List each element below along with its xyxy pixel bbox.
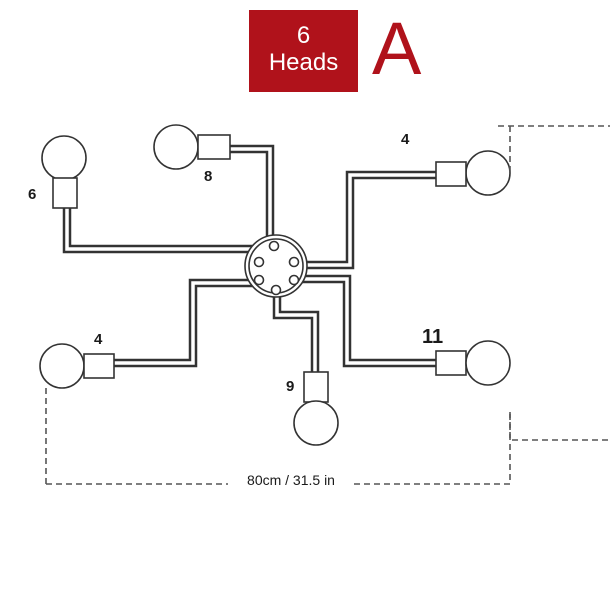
label-left: 4 bbox=[94, 331, 103, 348]
dim-line-right bbox=[354, 412, 511, 485]
heads-badge: 6 Heads bbox=[249, 10, 358, 92]
socket-top-left bbox=[52, 177, 78, 209]
arm-bottom bbox=[272, 292, 314, 372]
lamp-bottom bbox=[293, 371, 339, 446]
arm-top-left bbox=[62, 208, 258, 254]
socket-top-middle bbox=[197, 134, 231, 160]
bulb-top-right bbox=[465, 150, 511, 196]
hub-socket-6 bbox=[270, 284, 282, 296]
arm-top-middle-inner bbox=[230, 150, 269, 236]
variant-letter: A bbox=[372, 7, 422, 90]
arm-top-left-inner bbox=[68, 208, 258, 248]
arm-right bbox=[300, 274, 436, 362]
center-hub bbox=[244, 234, 308, 298]
hub-socket-1 bbox=[268, 240, 280, 252]
label-top-left: 6 bbox=[28, 186, 37, 203]
bulb-left bbox=[39, 343, 85, 389]
bulb-bottom bbox=[293, 400, 339, 446]
socket-left bbox=[83, 353, 115, 379]
socket-bottom bbox=[303, 371, 329, 403]
label-bottom: 9 bbox=[286, 378, 295, 395]
arm-left-inner bbox=[114, 284, 258, 368]
heads-count: 6 bbox=[296, 22, 311, 49]
label-top-middle: 8 bbox=[204, 168, 213, 185]
lamp-top-middle bbox=[153, 124, 231, 170]
label-top-right: 4 bbox=[401, 131, 410, 148]
bulb-right bbox=[465, 340, 511, 386]
lamp-left bbox=[39, 343, 115, 389]
hub-socket-2 bbox=[253, 256, 265, 268]
arms bbox=[62, 144, 436, 372]
arm-top-right bbox=[300, 170, 436, 264]
label-right: 11 bbox=[422, 326, 444, 348]
lamp-right bbox=[435, 340, 511, 386]
lamp-top-left bbox=[41, 135, 87, 209]
socket-top-right bbox=[435, 161, 467, 187]
arm-top-middle bbox=[230, 144, 275, 236]
socket-right bbox=[435, 350, 467, 376]
hub-socket-3 bbox=[288, 256, 300, 268]
bulb-top-left bbox=[41, 135, 87, 181]
hub-socket-4 bbox=[253, 274, 265, 286]
hub-socket-5 bbox=[288, 274, 300, 286]
dimension-lines bbox=[45, 125, 610, 485]
arm-top-right-inner bbox=[300, 176, 436, 270]
arm-left bbox=[114, 278, 258, 362]
arm-right-inner bbox=[300, 280, 436, 368]
bulb-top-middle bbox=[153, 124, 199, 170]
arm-bottom-inner bbox=[278, 292, 320, 372]
lamp-top-right bbox=[435, 150, 511, 196]
dim-right-lower bbox=[509, 412, 610, 441]
dimension-label: 80cm / 31.5 in bbox=[228, 472, 354, 488]
heads-word: Heads bbox=[268, 49, 339, 76]
